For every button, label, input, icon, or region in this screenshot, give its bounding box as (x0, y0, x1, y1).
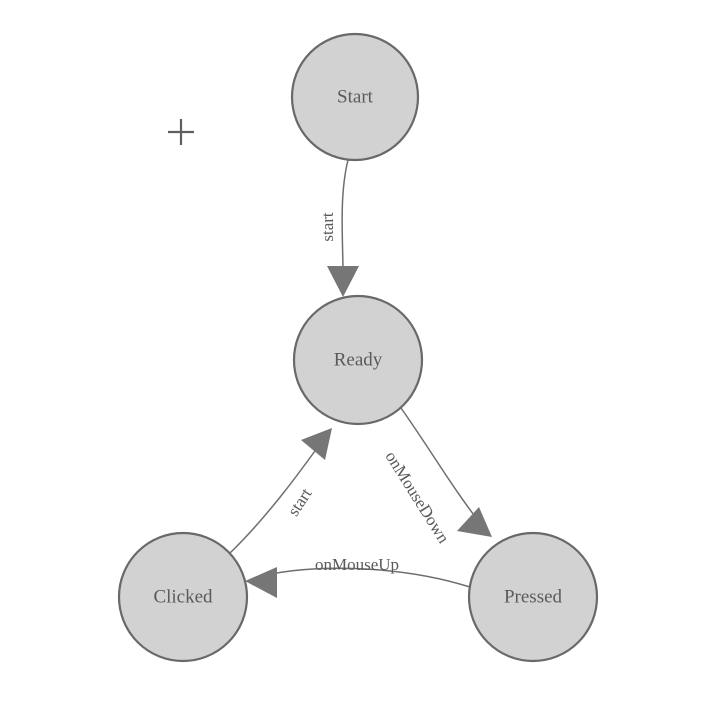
node-clicked[interactable]: Clicked (117, 531, 249, 663)
node-start[interactable]: Start (290, 32, 420, 162)
node-shape (292, 294, 424, 426)
node-shape (290, 32, 420, 162)
arrowhead-icon (245, 567, 277, 598)
edge-label-start: start (318, 212, 337, 242)
node-pressed[interactable]: Pressed (467, 531, 599, 663)
crosshair-icon[interactable] (168, 119, 194, 145)
node-shape (117, 531, 249, 663)
edge-ready-to-pressed[interactable]: onMouseDown (382, 407, 492, 547)
nodes-layer: Start Ready Clicked Pressed (117, 32, 599, 663)
node-label-pressed: Pressed (504, 586, 563, 607)
node-label-ready: Ready (334, 349, 383, 370)
edge-pressed-to-clicked[interactable]: onMouseUp (245, 555, 471, 598)
node-label-clicked: Clicked (153, 586, 213, 607)
edge-label-onmouseup: onMouseUp (315, 555, 399, 574)
node-shape (467, 531, 599, 663)
edge-label-start-return: start (284, 484, 316, 519)
node-label-start: Start (337, 86, 374, 107)
arrowhead-icon (327, 266, 359, 297)
arrowhead-icon (301, 428, 332, 460)
edge-line (400, 407, 485, 529)
edge-start-to-ready[interactable]: start (318, 159, 359, 297)
edge-label-onmousedown: onMouseDown (382, 448, 454, 547)
arrowhead-icon (457, 507, 492, 537)
edge-clicked-to-ready[interactable]: start (229, 428, 332, 554)
node-ready[interactable]: Ready (292, 294, 424, 426)
